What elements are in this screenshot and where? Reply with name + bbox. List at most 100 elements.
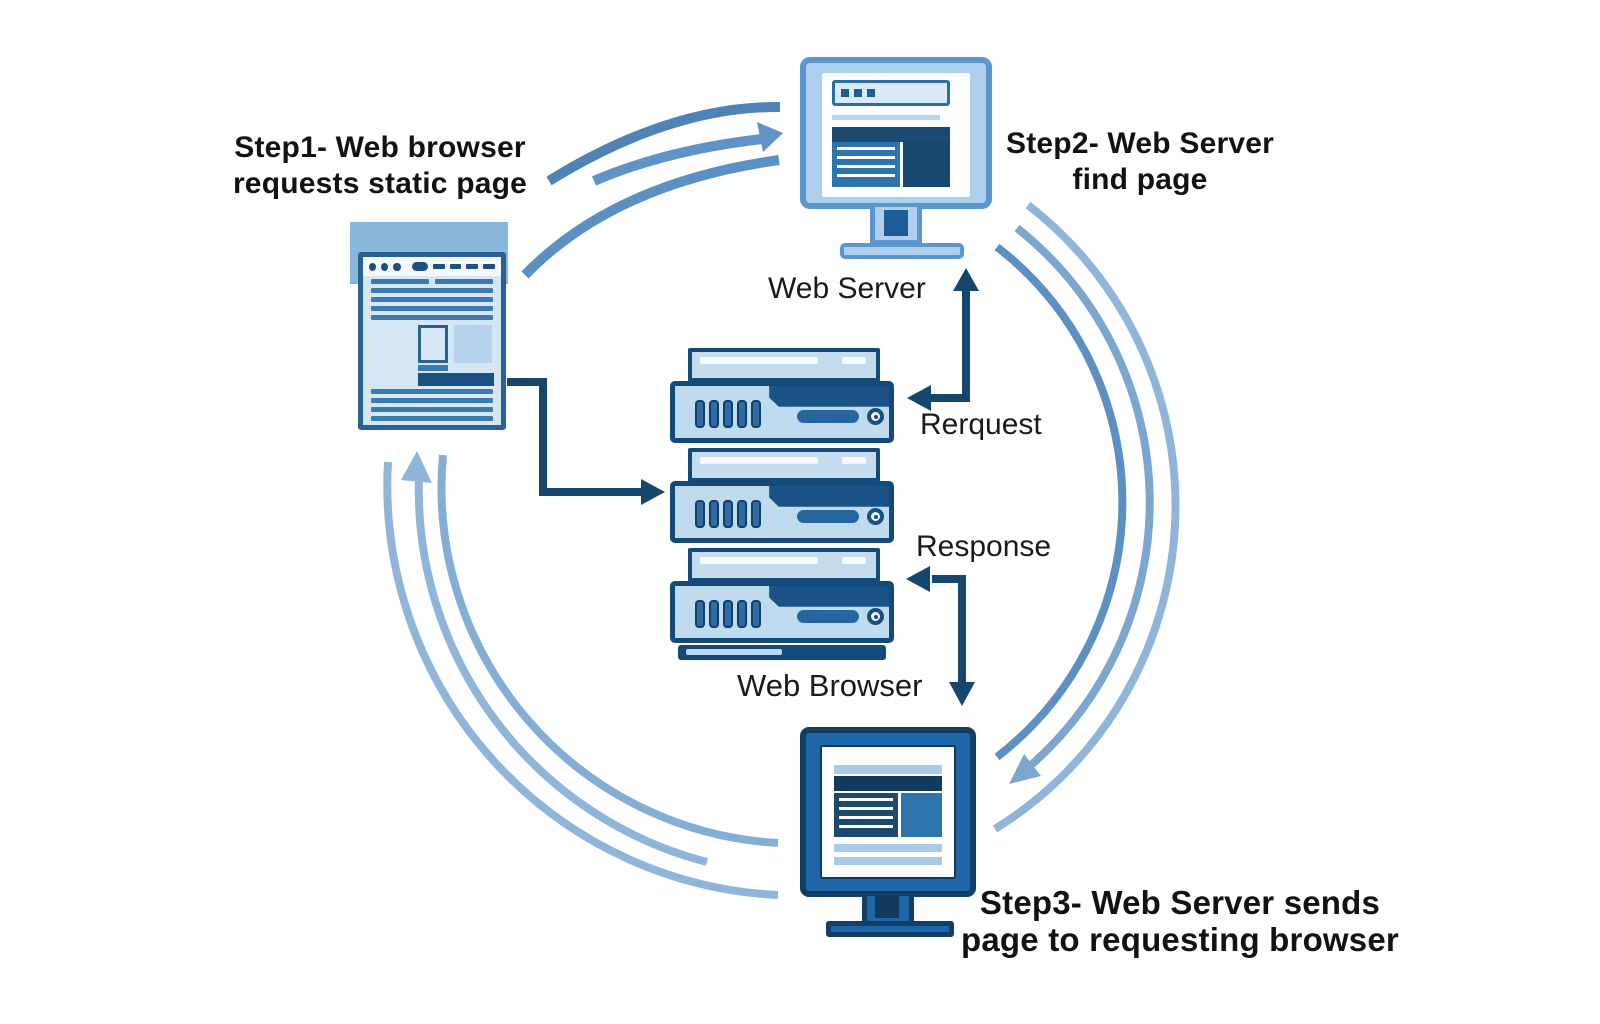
screen-content-block <box>834 765 942 865</box>
arrowhead-down-icon <box>949 682 975 706</box>
request-label: Rerquest <box>920 408 1042 441</box>
step2-line2: find page <box>1072 163 1208 196</box>
server-top-panel <box>688 448 880 482</box>
server-top-panel <box>688 548 880 582</box>
find-page-arc-group <box>992 201 1180 833</box>
web-browser-label: Web Browser <box>737 668 923 703</box>
step3-line2: page to requesting browser <box>961 921 1399 958</box>
browser-window-illustration <box>348 220 510 432</box>
vent-slots <box>695 400 761 428</box>
arc-stroke <box>521 155 780 279</box>
arc-stroke <box>1014 224 1154 770</box>
content-header-band <box>834 776 942 791</box>
step1-label: Step1- Web browser requests static page <box>180 130 580 202</box>
step3-line1: Step3- Web Server sends <box>979 884 1381 921</box>
web-server-label: Web Server <box>768 272 926 305</box>
toolbar-square-icon <box>854 89 862 97</box>
response-elbow-arrow <box>906 566 975 706</box>
arrowhead-up-icon <box>953 268 979 291</box>
arc-stroke <box>383 461 779 899</box>
monitor-screen <box>822 73 970 197</box>
request-elbow-arrow <box>907 268 979 411</box>
server-unit <box>670 481 894 543</box>
content-image-panel <box>901 793 942 837</box>
toolbar-dash-icon <box>483 264 495 269</box>
toolbar-dot-icon <box>393 262 401 271</box>
content-image-panel <box>903 142 950 187</box>
arrowhead-left-icon <box>906 566 930 592</box>
text-lines <box>839 798 893 832</box>
step2-line1: Step2- Web Server <box>1006 127 1274 160</box>
arrowhead-up-icon <box>401 451 432 483</box>
monitor-stand <box>870 207 922 245</box>
browser-page-content <box>371 279 494 421</box>
monitor-frame <box>800 57 992 209</box>
content-text-panel <box>834 793 898 837</box>
arc-stroke <box>994 243 1127 761</box>
power-button-icon <box>867 408 884 425</box>
monitor-screen <box>820 745 956 879</box>
response-label: Response <box>916 530 1052 563</box>
drive-bar-icon <box>797 610 859 623</box>
text-stripes <box>371 389 493 421</box>
page-box-outline <box>418 325 448 363</box>
browser-toolbar <box>363 257 501 276</box>
toolbar-square-icon <box>841 89 849 97</box>
text-stripes <box>371 279 493 320</box>
toolbar-dash-icon <box>466 264 479 269</box>
arrowhead-right-icon <box>641 479 665 505</box>
server-unit-lid <box>769 486 889 507</box>
drive-bar-icon <box>797 410 859 423</box>
page-middle-section <box>371 325 494 389</box>
arrowhead-left-icon <box>907 385 931 411</box>
step1-line1: Step1- Web browser <box>234 131 526 164</box>
power-button-icon <box>867 608 884 625</box>
vent-slots <box>695 500 761 528</box>
browser-to-server-arrow <box>507 378 665 505</box>
monitor-stand-neck <box>884 210 908 236</box>
arrowhead-right-icon <box>757 122 783 152</box>
text-lines <box>837 147 895 182</box>
request-arc-group <box>521 101 783 279</box>
browser-window <box>358 252 506 430</box>
arc-stroke <box>592 134 763 186</box>
monitor-frame <box>800 727 976 897</box>
toolbar-pill-icon <box>411 262 428 271</box>
server-base <box>678 645 886 660</box>
toolbar-dot-icon <box>369 262 377 271</box>
content-light-band <box>834 765 942 774</box>
screen-divider <box>832 115 940 120</box>
web-server-monitor-illustration <box>800 55 992 265</box>
drive-bar-icon <box>797 510 859 523</box>
toolbar-dash-icon <box>432 264 445 269</box>
screen-toolbar <box>832 80 950 106</box>
web-browser-monitor-illustration <box>800 725 980 945</box>
power-button-icon <box>867 508 884 525</box>
screen-content-block <box>832 127 950 187</box>
arc-stroke <box>437 454 779 847</box>
content-header-band <box>832 127 950 142</box>
server-unit-lid <box>769 386 889 407</box>
arc-stroke <box>414 476 709 866</box>
step3-label: Step3- Web Server sends page to requesti… <box>950 884 1410 958</box>
monitor-stand-neck <box>875 896 899 918</box>
page-small-bar <box>418 365 448 371</box>
toolbar-dash-icon <box>449 264 462 269</box>
server-unit <box>670 581 894 643</box>
monitor-base <box>826 921 954 937</box>
page-box-fill <box>454 325 492 363</box>
server-rack-illustration <box>668 345 898 663</box>
arrowhead-down-left-icon <box>1009 754 1041 784</box>
step2-label: Step2- Web Server find page <box>950 126 1330 198</box>
monitor-base <box>840 243 964 259</box>
step1-line2: requests static page <box>232 167 528 200</box>
server-top-panel <box>688 348 880 382</box>
server-unit-lid <box>769 586 889 607</box>
response-arc-group <box>383 451 779 899</box>
server-unit <box>670 381 894 443</box>
content-light-line <box>834 844 942 852</box>
page-navy-band <box>418 373 494 386</box>
toolbar-square-icon <box>867 89 875 97</box>
vent-slots <box>695 600 761 628</box>
